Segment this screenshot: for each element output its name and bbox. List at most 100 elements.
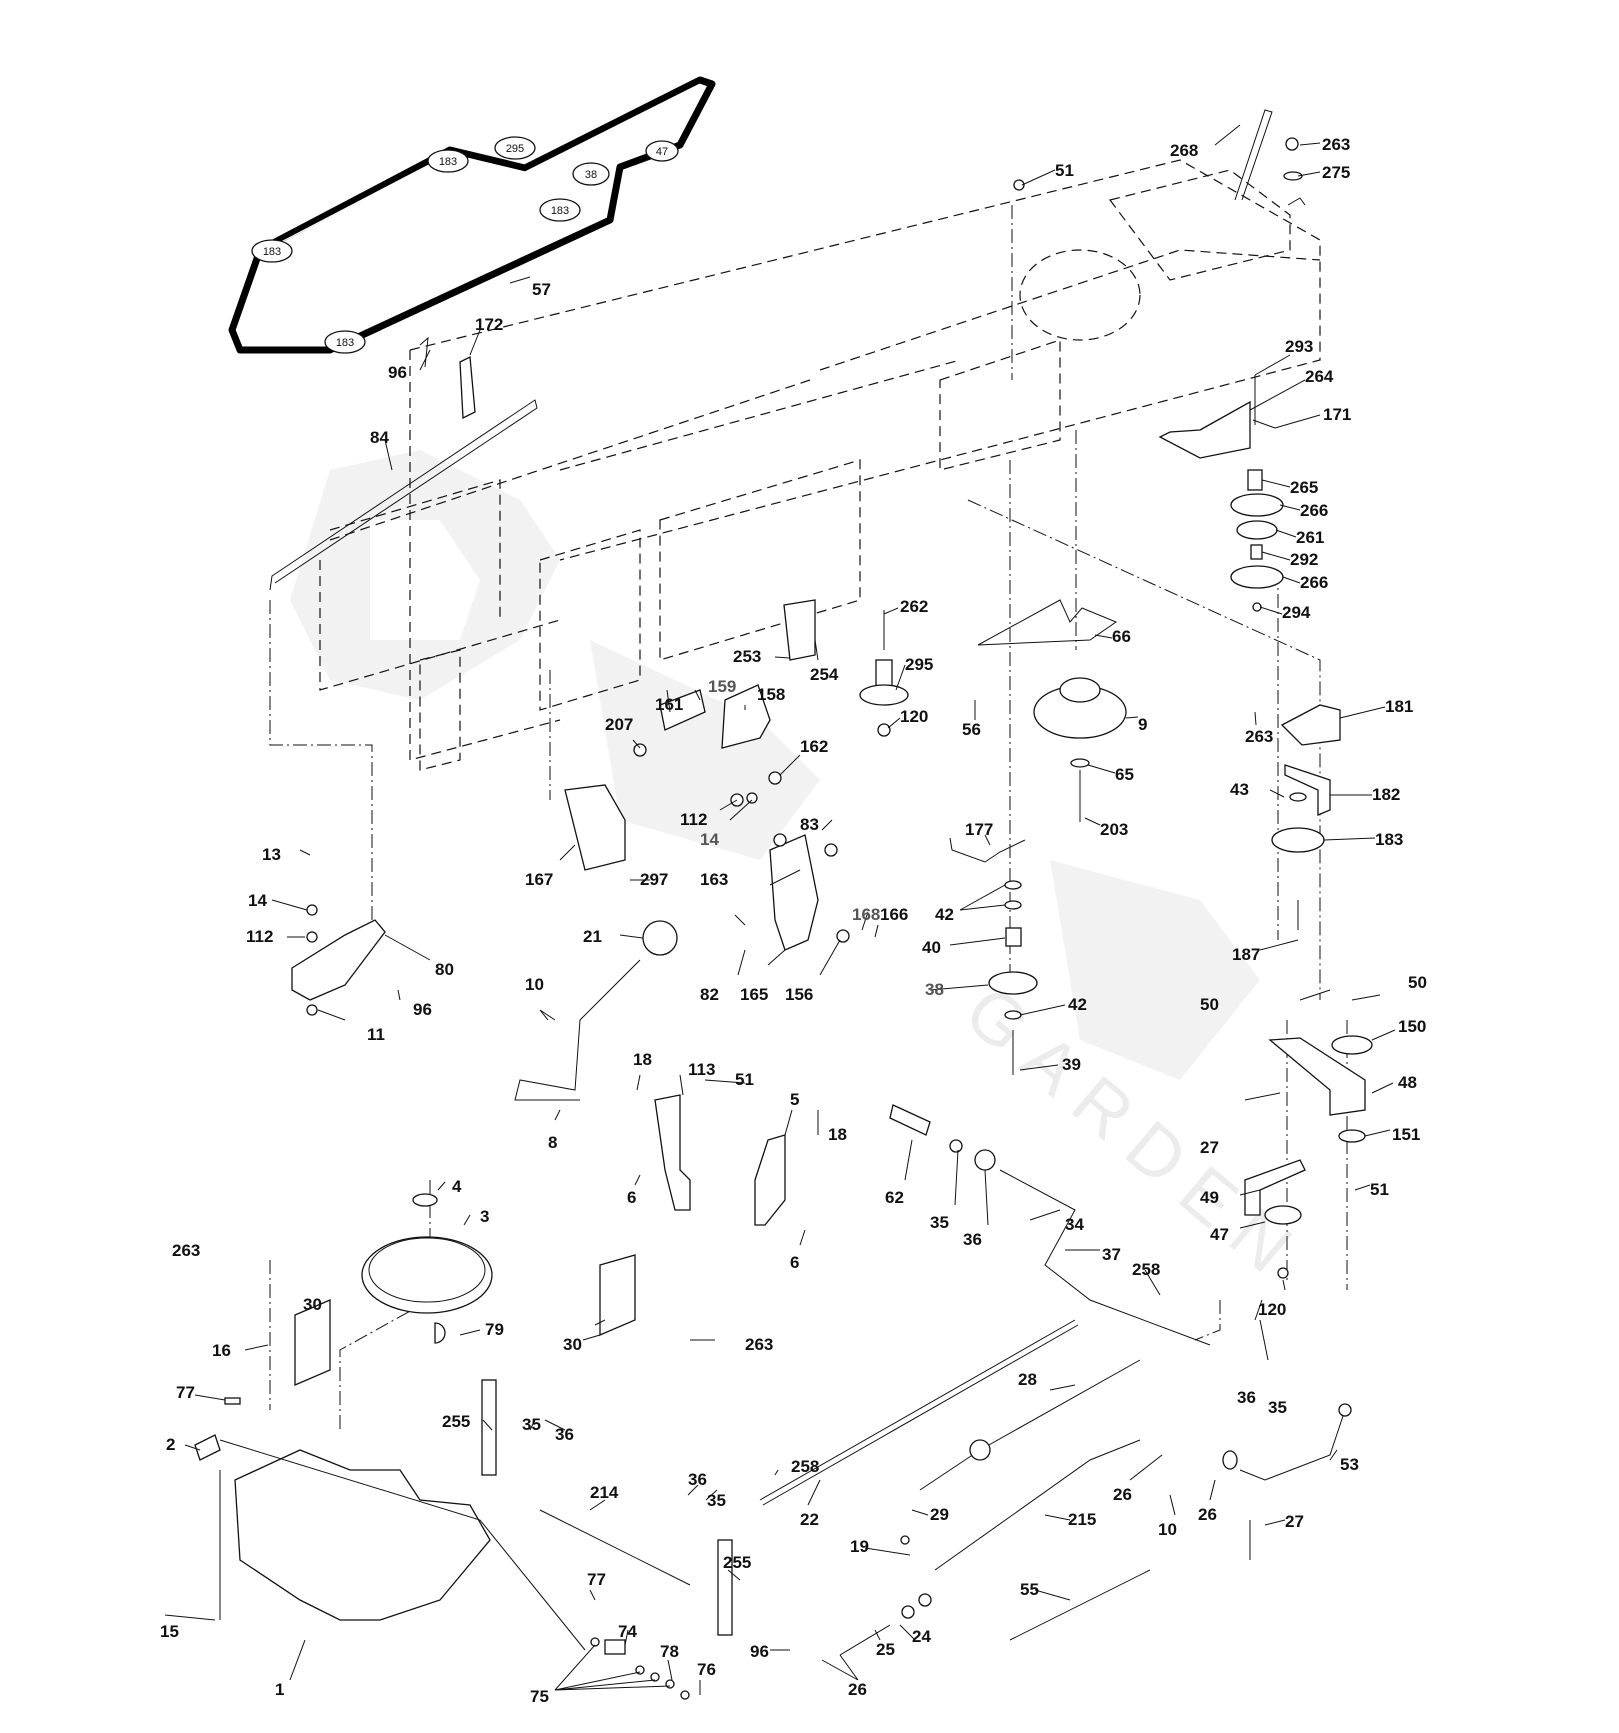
label-253[interactable]: 253 bbox=[733, 647, 761, 666]
label-51[interactable]: 51 bbox=[1370, 1180, 1389, 1199]
label-43[interactable]: 43 bbox=[1230, 780, 1249, 799]
label-215[interactable]: 215 bbox=[1068, 1510, 1096, 1529]
label-30[interactable]: 30 bbox=[303, 1295, 322, 1314]
label-82[interactable]: 82 bbox=[700, 985, 719, 1004]
label-26[interactable]: 26 bbox=[1198, 1505, 1217, 1524]
label-261[interactable]: 261 bbox=[1296, 528, 1324, 547]
label-166[interactable]: 166 bbox=[880, 905, 908, 924]
label-27[interactable]: 27 bbox=[1285, 1512, 1304, 1531]
label-8[interactable]: 8 bbox=[548, 1133, 557, 1152]
label-21[interactable]: 21 bbox=[583, 927, 602, 946]
label-150[interactable]: 150 bbox=[1398, 1017, 1426, 1036]
label-40[interactable]: 40 bbox=[922, 938, 941, 957]
label-77[interactable]: 77 bbox=[587, 1570, 606, 1589]
label-74[interactable]: 74 bbox=[618, 1622, 637, 1641]
label-263[interactable]: 263 bbox=[745, 1335, 773, 1354]
label-19[interactable]: 19 bbox=[850, 1537, 869, 1556]
label-112[interactable]: 112 bbox=[680, 810, 707, 829]
label-35[interactable]: 35 bbox=[707, 1491, 726, 1510]
label-78[interactable]: 78 bbox=[660, 1642, 679, 1661]
label-266[interactable]: 266 bbox=[1300, 573, 1328, 592]
label-65[interactable]: 65 bbox=[1115, 765, 1134, 784]
label-14[interactable]: 14 bbox=[700, 830, 719, 849]
label-161[interactable]: 161 bbox=[655, 695, 683, 714]
label-30[interactable]: 30 bbox=[563, 1335, 582, 1354]
label-51[interactable]: 51 bbox=[735, 1070, 754, 1089]
label-10[interactable]: 10 bbox=[525, 975, 544, 994]
label-10[interactable]: 10 bbox=[1158, 1520, 1177, 1539]
label-75[interactable]: 75 bbox=[530, 1687, 549, 1706]
label-48[interactable]: 48 bbox=[1398, 1073, 1417, 1092]
label-57[interactable]: 57 bbox=[532, 280, 551, 299]
label-255[interactable]: 255 bbox=[723, 1553, 751, 1572]
label-38[interactable]: 38 bbox=[925, 980, 944, 999]
label-42[interactable]: 42 bbox=[1068, 995, 1087, 1014]
label-16[interactable]: 16 bbox=[212, 1341, 231, 1360]
label-42[interactable]: 42 bbox=[935, 905, 954, 924]
label-28[interactable]: 28 bbox=[1018, 1370, 1037, 1389]
label-158[interactable]: 158 bbox=[757, 685, 785, 704]
label-214[interactable]: 214 bbox=[590, 1483, 619, 1502]
label-258[interactable]: 258 bbox=[791, 1457, 819, 1476]
label-15[interactable]: 15 bbox=[160, 1622, 179, 1641]
label-172[interactable]: 172 bbox=[475, 315, 503, 334]
label-26[interactable]: 26 bbox=[1113, 1485, 1132, 1504]
label-36[interactable]: 36 bbox=[688, 1470, 707, 1489]
label-2[interactable]: 2 bbox=[166, 1435, 175, 1454]
label-163[interactable]: 163 bbox=[700, 870, 728, 889]
label-96[interactable]: 96 bbox=[413, 1000, 432, 1019]
label-258[interactable]: 258 bbox=[1132, 1260, 1160, 1279]
label-35[interactable]: 35 bbox=[1268, 1398, 1287, 1417]
label-62[interactable]: 62 bbox=[885, 1188, 904, 1207]
label-36[interactable]: 36 bbox=[1237, 1388, 1256, 1407]
label-22[interactable]: 22 bbox=[800, 1510, 819, 1529]
label-36[interactable]: 36 bbox=[963, 1230, 982, 1249]
label-37[interactable]: 37 bbox=[1102, 1245, 1121, 1264]
label-168[interactable]: 168 bbox=[852, 905, 880, 924]
label-171[interactable]: 171 bbox=[1323, 405, 1351, 424]
label-9[interactable]: 9 bbox=[1138, 715, 1147, 734]
label-49[interactable]: 49 bbox=[1200, 1188, 1219, 1207]
label-6[interactable]: 6 bbox=[627, 1188, 636, 1207]
label-264[interactable]: 264 bbox=[1305, 367, 1334, 386]
label-35[interactable]: 35 bbox=[522, 1415, 541, 1434]
label-27[interactable]: 27 bbox=[1200, 1138, 1219, 1157]
label-294[interactable]: 294 bbox=[1282, 603, 1311, 622]
label-292[interactable]: 292 bbox=[1290, 550, 1318, 569]
label-96[interactable]: 96 bbox=[388, 363, 407, 382]
label-263[interactable]: 263 bbox=[1245, 727, 1273, 746]
label-181[interactable]: 181 bbox=[1385, 697, 1413, 716]
label-4[interactable]: 4 bbox=[452, 1177, 462, 1196]
label-207[interactable]: 207 bbox=[605, 715, 633, 734]
label-36[interactable]: 36 bbox=[555, 1425, 574, 1444]
label-24[interactable]: 24 bbox=[912, 1627, 931, 1646]
label-29[interactable]: 29 bbox=[930, 1505, 949, 1524]
label-293[interactable]: 293 bbox=[1285, 337, 1313, 356]
label-47[interactable]: 47 bbox=[1210, 1225, 1229, 1244]
label-275[interactable]: 275 bbox=[1322, 163, 1350, 182]
label-51[interactable]: 51 bbox=[1055, 161, 1074, 180]
label-297[interactable]: 297 bbox=[640, 870, 668, 889]
label-156[interactable]: 156 bbox=[785, 985, 813, 1004]
label-183[interactable]: 183 bbox=[1375, 830, 1403, 849]
label-1[interactable]: 1 bbox=[275, 1680, 284, 1699]
label-76[interactable]: 76 bbox=[697, 1660, 716, 1679]
label-50[interactable]: 50 bbox=[1408, 973, 1427, 992]
label-254[interactable]: 254 bbox=[810, 665, 839, 684]
label-295[interactable]: 295 bbox=[905, 655, 933, 674]
label-177[interactable]: 177 bbox=[965, 820, 993, 839]
label-96[interactable]: 96 bbox=[750, 1642, 769, 1661]
label-120[interactable]: 120 bbox=[900, 707, 928, 726]
label-263[interactable]: 263 bbox=[172, 1241, 200, 1260]
label-151[interactable]: 151 bbox=[1392, 1125, 1420, 1144]
label-112[interactable]: 112 bbox=[246, 927, 273, 946]
label-262[interactable]: 262 bbox=[900, 597, 928, 616]
label-13[interactable]: 13 bbox=[262, 845, 281, 864]
label-14[interactable]: 14 bbox=[248, 891, 267, 910]
label-268[interactable]: 268 bbox=[1170, 141, 1198, 160]
label-53[interactable]: 53 bbox=[1340, 1455, 1359, 1474]
label-263[interactable]: 263 bbox=[1322, 135, 1350, 154]
label-66[interactable]: 66 bbox=[1112, 627, 1131, 646]
label-162[interactable]: 162 bbox=[800, 737, 828, 756]
label-3[interactable]: 3 bbox=[480, 1207, 489, 1226]
